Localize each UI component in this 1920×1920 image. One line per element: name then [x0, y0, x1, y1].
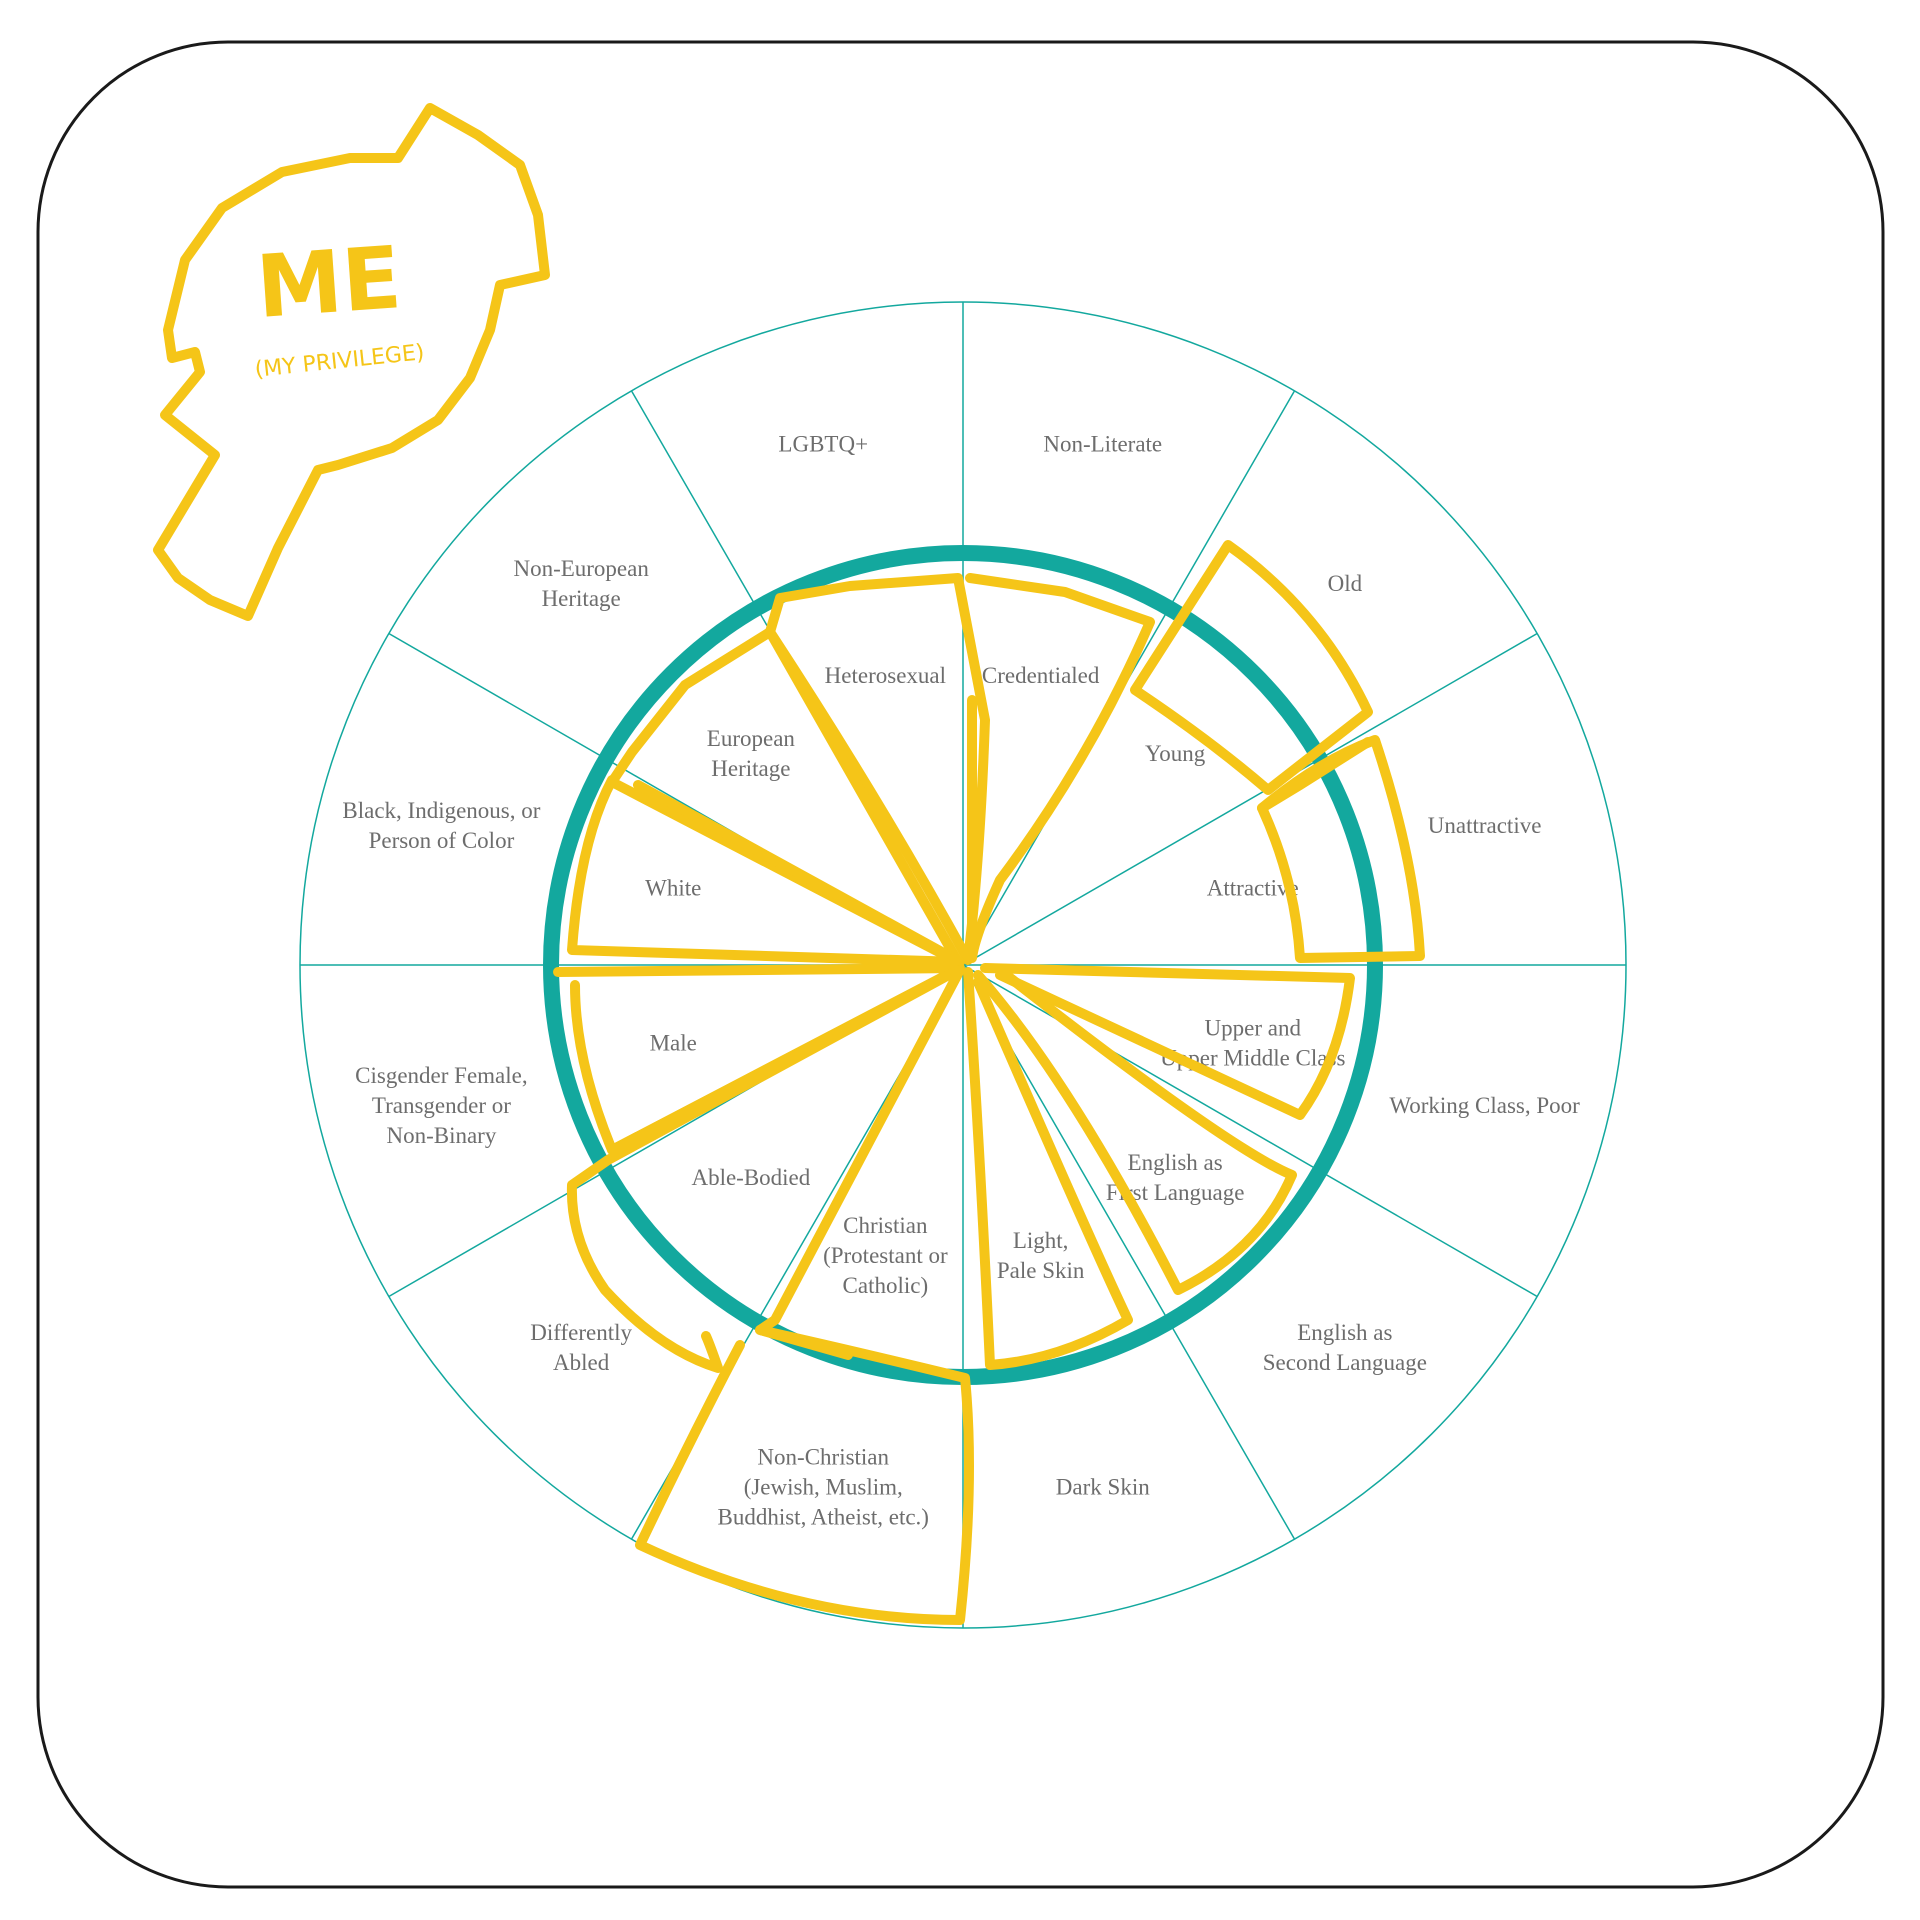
badge-title: ME [253, 228, 404, 338]
outer-segment-label-line: Second Language [1263, 1350, 1427, 1375]
outer-segment-label-line: Non-Christian [757, 1445, 889, 1470]
highlight-credentialed [965, 573, 1155, 963]
highlight-young-old [1130, 540, 1373, 795]
inner-segment-label-line: Male [650, 1031, 697, 1056]
inner-segment-label-line: Young [1145, 741, 1206, 766]
outer-segment-label-line: Non-Literate [1043, 431, 1162, 456]
outer-segment-label-line: Non-Binary [386, 1123, 496, 1148]
highlight-english-first [973, 965, 1297, 1295]
inner-segment-label: Christian (Protestant or Catholic) [823, 1213, 948, 1298]
inner-segment-label: Young [1145, 741, 1206, 766]
badge-outline [153, 103, 550, 621]
outer-segment-label: Non-Literate [1043, 431, 1162, 456]
inner-segment-label-line: Heritage [711, 756, 790, 781]
inner-segment-label-line: White [645, 875, 701, 900]
outer-segment-label-line: Transgender or [372, 1093, 511, 1118]
outer-segment-label: LGBTQ+ [778, 431, 868, 456]
inner-segment-label-line: Catholic) [843, 1273, 929, 1298]
outer-segment-label-line: Working Class, Poor [1389, 1093, 1580, 1118]
outer-labels: LGBTQ+ Non-LiterateOldUnattractiveWorking… [342, 431, 1580, 1529]
highlight-marks [553, 540, 1425, 1625]
outer-segment-label-line: Heritage [542, 586, 621, 611]
outer-segment-label-line: Old [1328, 571, 1363, 596]
outer-segment-label: Non-Christian (Jewish, Muslim, Buddhist, A… [718, 1445, 929, 1530]
inner-segment-label-line: Upper and [1205, 1016, 1302, 1041]
highlight-upper-ring-arc [1257, 737, 1373, 813]
wheel-spoke [962, 632, 1538, 966]
outer-segment-label-line: Buddhist, Atheist, etc.) [718, 1505, 929, 1530]
inner-segment-label: Light, Pale Skin [997, 1228, 1085, 1283]
outer-segment-label-line: Dark Skin [1056, 1475, 1150, 1500]
outer-segment-label-line: Cisgender Female, [355, 1063, 527, 1088]
highlight-able-bodied [566, 965, 963, 1373]
outer-segment-label: Black, Indigenous, or Person of Color [342, 798, 540, 853]
outer-segment-label: English as Second Language [1263, 1320, 1427, 1375]
outer-segment-label-line: Black, Indigenous, or [342, 798, 540, 823]
outer-segment-label-line: Unattractive [1428, 813, 1542, 838]
highlight-non-christian [635, 1325, 974, 1625]
inner-segment-label: Heterosexual [825, 663, 946, 688]
outer-segment-label-line: Non-European [513, 556, 649, 581]
outer-segment-label-line: (Jewish, Muslim, [744, 1475, 903, 1500]
inner-segment-label-line: Light, [1013, 1228, 1069, 1253]
outer-segment-label-line: English as [1297, 1320, 1392, 1345]
outer-segment-label: Cisgender Female, Transgender or Non-Binar… [355, 1063, 527, 1148]
outer-segment-label: Unattractive [1428, 813, 1542, 838]
outer-segment-label: Working Class, Poor [1389, 1093, 1580, 1118]
inner-segment-label: Male [650, 1031, 697, 1056]
inner-segment-label-line: Able-Bodied [691, 1165, 810, 1190]
outer-segment-label-line: LGBTQ+ [778, 431, 868, 456]
highlight-upper-class [980, 963, 1355, 1120]
inner-segment-label: White [645, 875, 701, 900]
highlight-white [567, 775, 965, 967]
outer-segment-label: Old [1328, 571, 1363, 596]
highlight-light-skin [963, 967, 1133, 1370]
inner-segment-label-line: European [707, 726, 796, 751]
wheel-spoke [962, 964, 1296, 1540]
inner-segment-label: Credentialed [982, 663, 1100, 688]
inner-segment-label-line: (Protestant or [823, 1243, 948, 1268]
inner-segment-label-line: Credentialed [982, 663, 1100, 688]
inner-segment-label-line: Christian [843, 1213, 928, 1238]
inner-segment-label: Able-Bodied [691, 1165, 810, 1190]
outer-segment-label-line: Differently [530, 1320, 632, 1345]
outer-segment-label-line: Abled [553, 1350, 610, 1375]
inner-segment-label-line: Pale Skin [997, 1258, 1085, 1283]
outer-segment-label-line: Person of Color [369, 828, 515, 853]
outer-segment-label: Dark Skin [1056, 1475, 1150, 1500]
inner-segment-label-line: English as [1128, 1150, 1223, 1175]
highlight-european-heritage [607, 627, 963, 967]
inner-segment-label-line: Heterosexual [825, 663, 946, 688]
